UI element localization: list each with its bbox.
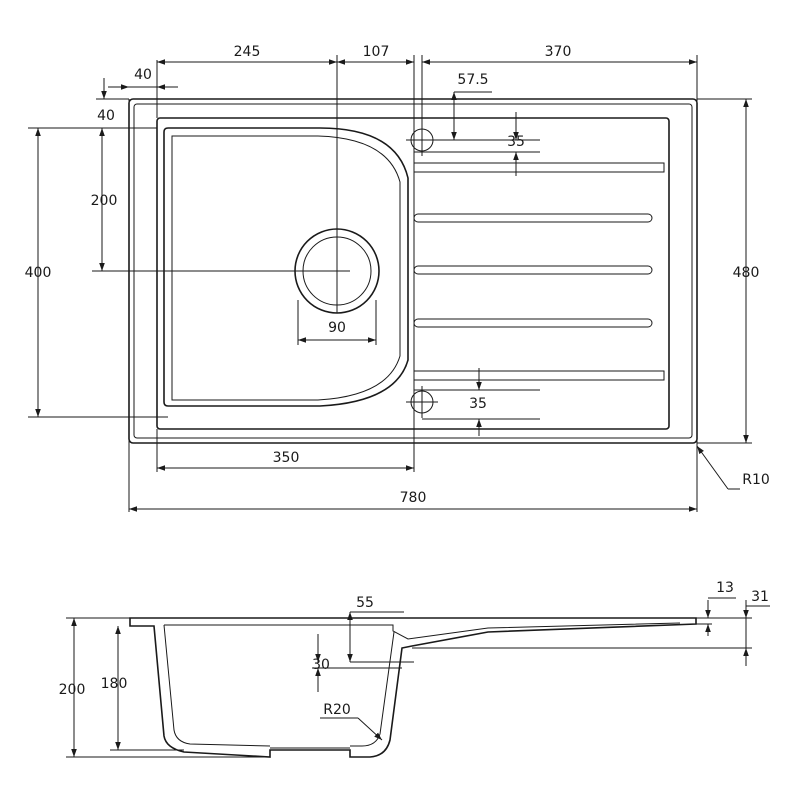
- side-dim-55: 55: [356, 595, 374, 611]
- side-radius-r20: R20: [323, 702, 351, 718]
- drainer-bottom-edge: [414, 370, 665, 381]
- dim-107: 107: [363, 44, 390, 60]
- side-view: 55 13 31 30 200 180 R20: [59, 580, 770, 758]
- dim-780: 780: [400, 490, 427, 506]
- bowl-outline: [163, 127, 409, 407]
- drainer-rib-3: [413, 318, 653, 328]
- dim-245: 245: [234, 44, 261, 60]
- dim-90: 90: [328, 320, 346, 336]
- drainer-rib-2: [413, 265, 653, 275]
- side-dim-200: 200: [59, 682, 86, 698]
- side-profile-outline: [129, 617, 697, 758]
- dim-35-bottom: 35: [469, 396, 487, 412]
- sink-inner-outline: [156, 117, 670, 430]
- side-dim-180: 180: [101, 676, 128, 692]
- top-view: 245 107 370 40 40 57.5 35 200 400 480 90…: [25, 44, 770, 512]
- dim-480: 480: [733, 265, 760, 281]
- side-profile-inner: [164, 622, 681, 640]
- dim-40-vertical: 40: [97, 108, 115, 124]
- side-dim-13: 13: [716, 580, 734, 596]
- bowl-inner-edge: [171, 135, 401, 401]
- dim-370: 370: [545, 44, 572, 60]
- drainer-rib-1: [413, 213, 653, 223]
- side-bowl-inner: [163, 624, 395, 747]
- radius-r10: R10: [742, 472, 770, 488]
- side-dim-31: 31: [751, 589, 769, 605]
- dim-57-5: 57.5: [457, 72, 488, 88]
- dim-400: 400: [25, 265, 52, 281]
- side-dim-30: 30: [312, 657, 330, 673]
- dim-200: 200: [91, 193, 118, 209]
- dim-40-horizontal: 40: [134, 67, 152, 83]
- dim-350: 350: [273, 450, 300, 466]
- dim-35-top: 35: [507, 134, 525, 150]
- drainer-top-edge: [414, 162, 665, 173]
